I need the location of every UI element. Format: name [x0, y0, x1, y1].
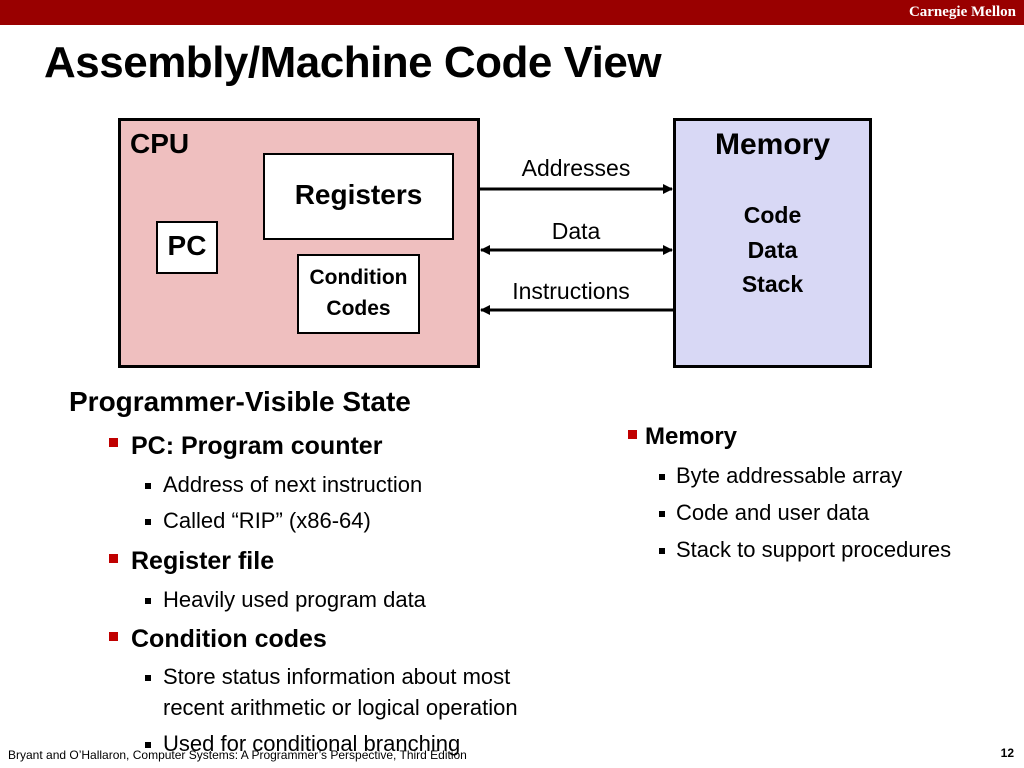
- footer-citation: Bryant and O’Hallaron, Computer Systems:…: [8, 748, 467, 762]
- bullet-small-icon: [145, 483, 151, 489]
- condition-codes-label-line1: Condition: [309, 266, 408, 289]
- addresses-label: Addresses: [521, 155, 631, 181]
- pc-bullet-item: Address of next instruction: [163, 472, 423, 497]
- bullet-small-icon: [659, 548, 665, 554]
- page-title: Assembly/Machine Code View: [44, 38, 662, 87]
- bullet-small-icon: [145, 675, 151, 681]
- bullet-square-icon: [109, 438, 118, 447]
- memory-item-code: Code: [743, 202, 802, 228]
- registers-label: Registers: [294, 179, 423, 210]
- memory-item-stack: Stack: [741, 271, 804, 297]
- data-label: Data: [551, 218, 601, 244]
- registers-box: [263, 153, 454, 240]
- bullet-square-icon: [109, 554, 118, 563]
- memory-label: Memory: [714, 128, 831, 161]
- memory-bullet-title: Memory: [645, 423, 738, 450]
- brand-label: Carnegie Mellon: [908, 4, 1016, 20]
- condition-codes-box: [297, 254, 420, 334]
- pc-bullet-title: PC: Program counter: [131, 432, 383, 460]
- bullet-square-icon: [109, 632, 118, 641]
- cc-bullet-item-line2: recent arithmetic or logical operation: [163, 695, 518, 720]
- bullet-small-icon: [145, 598, 151, 604]
- bullet-small-icon: [659, 474, 665, 480]
- condition-codes-label-line2: Codes: [326, 297, 391, 320]
- instructions-label: Instructions: [512, 278, 630, 304]
- header-bar: [0, 0, 1024, 25]
- cc-bullet-item-line1: Store status information about most: [163, 664, 511, 689]
- bullet-small-icon: [659, 511, 665, 517]
- bullet-square-icon: [628, 430, 637, 439]
- memory-box: [673, 118, 872, 368]
- memory-bullet-item: Byte addressable array: [676, 463, 903, 488]
- memory-bullet-item: Code and user data: [676, 500, 870, 525]
- pc-bullet-item: Called “RIP” (x86-64): [163, 508, 371, 533]
- pc-label: PC: [167, 230, 207, 261]
- cpu-label: CPU: [130, 128, 190, 159]
- state-heading: Programmer-Visible State: [69, 386, 411, 417]
- cc-bullet-title: Condition codes: [131, 625, 327, 653]
- pc-box: [156, 221, 218, 274]
- cc-bullet-item: Used for conditional branching: [163, 731, 461, 756]
- memory-item-data: Data: [747, 237, 798, 263]
- bullet-small-icon: [145, 742, 151, 748]
- page-number: 12: [1000, 746, 1014, 760]
- bullet-small-icon: [145, 519, 151, 525]
- regfile-bullet-title: Register file: [131, 547, 275, 575]
- regfile-bullet-item: Heavily used program data: [163, 587, 426, 612]
- memory-bullet-item: Stack to support procedures: [676, 537, 952, 562]
